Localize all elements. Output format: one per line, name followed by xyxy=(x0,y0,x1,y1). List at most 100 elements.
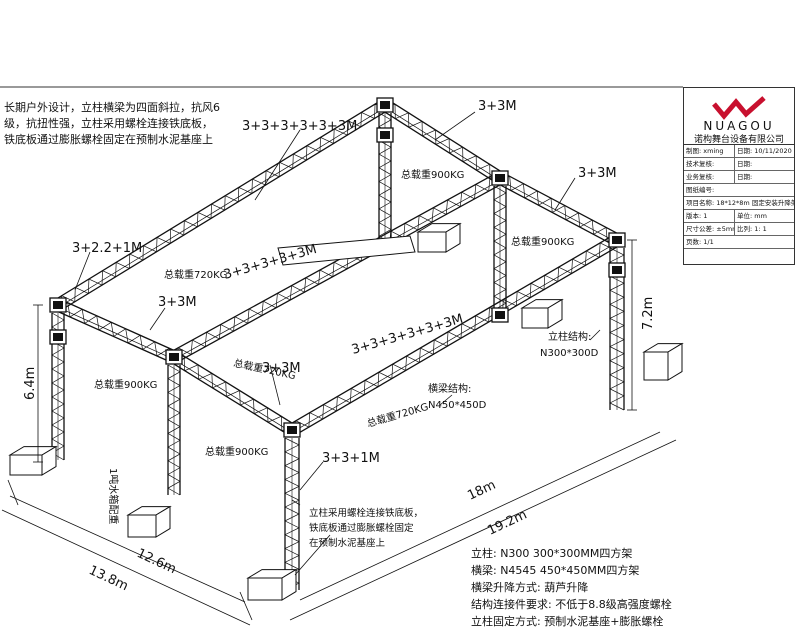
truss-chord xyxy=(496,182,615,246)
spec-item: 立柱: N300 300*300MM四方架 xyxy=(471,547,633,560)
truss-chord xyxy=(172,358,292,433)
truss-chord xyxy=(60,298,177,353)
span-label-short: 3+3+1M xyxy=(322,451,380,466)
title-block-row: 业务复核:日期: xyxy=(684,171,794,184)
callout-leader xyxy=(589,329,601,341)
box-face xyxy=(521,307,549,329)
dimension-lines xyxy=(1,239,677,626)
length-label-outer: 19.2m xyxy=(485,507,529,538)
logo-icon xyxy=(712,96,766,120)
base-fix-note-line: 在预制水泥基座上 xyxy=(309,538,386,549)
title-block-cell: 单位: mm xyxy=(737,212,767,220)
title-block-cell: 日期: xyxy=(737,160,753,168)
load-label: 总载重900KG xyxy=(94,378,157,391)
title-block-row: 页数: 1/1 xyxy=(684,236,794,249)
concrete-base xyxy=(126,505,172,538)
span-label-short: 3+2.2+1M xyxy=(72,241,142,256)
title-block-cell: 日期: 10/11/2020 xyxy=(737,147,792,155)
truss-chord xyxy=(170,361,290,436)
callout-leader xyxy=(554,177,576,211)
span-label-short: 3+3M xyxy=(578,166,617,181)
length-dimension-inner xyxy=(299,431,661,601)
load-label: 总载重900KG xyxy=(511,235,574,248)
title-block-cell: 尺寸公差: ±5mm xyxy=(686,223,735,235)
beam-top-long xyxy=(54,99,389,311)
height-label-right: 7.2m xyxy=(641,297,656,330)
box-face xyxy=(643,351,669,381)
truss-chord xyxy=(58,106,387,308)
column-back-mid xyxy=(493,185,507,311)
callout-leader xyxy=(149,307,166,331)
connection-block-core xyxy=(287,426,297,434)
callout-leader xyxy=(74,251,91,291)
callout-leader xyxy=(269,364,281,406)
title-block-cell: 日期: xyxy=(737,173,753,181)
column-lacing xyxy=(284,437,300,591)
width-dimension-inner xyxy=(9,495,246,603)
connection-block-core xyxy=(495,311,505,319)
truss-lacing xyxy=(176,176,504,363)
title-block-cell: 业务复核: xyxy=(684,171,735,183)
truss-lacing xyxy=(497,175,620,243)
box-side xyxy=(155,505,171,538)
title-block-cell: 技术复核: xyxy=(684,158,735,170)
design-note-line: 级，抗扭性强，立柱采用螺栓连接铁底板， xyxy=(4,117,213,130)
truss-chord xyxy=(176,182,504,363)
title-block-cell: 制图: xming xyxy=(684,145,735,157)
connection-block-core xyxy=(612,266,622,274)
box-face xyxy=(127,514,157,538)
box-side xyxy=(445,222,461,253)
concrete-base xyxy=(246,568,298,601)
connection-block-core xyxy=(495,174,505,182)
connection-block-core xyxy=(380,101,390,109)
callout-leader xyxy=(294,534,331,576)
title-block-cell: 页数: 1/1 xyxy=(686,238,714,246)
ballast-slab xyxy=(277,235,416,266)
beam-mid-long xyxy=(170,172,504,363)
beam-structure-label: 横梁结构: xyxy=(428,382,471,395)
water-tank-label: 1吨水箱配重 xyxy=(107,468,120,524)
load-label: 总载重720KG xyxy=(164,268,227,281)
spec-item: 横梁升降方式: 葫芦升降 xyxy=(471,581,589,594)
truss-chord xyxy=(176,351,296,426)
title-block-row: 图纸编号: xyxy=(684,184,794,197)
truss-chord xyxy=(498,179,617,243)
truss-chord xyxy=(383,106,500,181)
spec-item: 结构连接件要求: 不低于8.8级高强度螺栓 xyxy=(471,598,672,611)
dimension-tick xyxy=(239,591,253,621)
load-label: 总载重900KG xyxy=(401,168,464,181)
connection-block-core xyxy=(612,236,622,244)
beam-structure-label: N450*450D xyxy=(428,400,487,411)
callout-leader xyxy=(299,461,324,491)
spec-item: 横梁: N4545 450*450MM四方架 xyxy=(471,564,640,577)
design-note-line: 铁底板通过膨胀螺栓固定在预制水泥基座上 xyxy=(4,133,213,146)
column-mid-left xyxy=(167,364,181,496)
connection-block-core xyxy=(53,301,63,309)
callout-leader xyxy=(439,394,453,406)
truss-chord xyxy=(292,241,619,433)
title-block-cell: 图纸编号: xyxy=(686,186,715,194)
brand-name: NUAGOU xyxy=(703,119,775,133)
box-side xyxy=(667,342,683,381)
truss-chord xyxy=(54,99,383,301)
column-structure-label: 立柱结构: xyxy=(548,330,591,343)
truss-chord xyxy=(387,99,504,174)
width-dimension-outer xyxy=(1,509,251,626)
callout-leader xyxy=(434,111,476,141)
callout-leader xyxy=(254,129,301,201)
callout-lines xyxy=(74,111,601,576)
truss-lacing xyxy=(170,355,296,432)
title-block-row: 项目名称: 18*12*8m 固定安装升降架 xyxy=(684,197,794,210)
truss-chord xyxy=(288,234,615,426)
title-block-cell: 项目名称: 18*12*8m 固定安装升降架 xyxy=(686,199,794,207)
title-block-cell: 版本: 1 xyxy=(684,210,735,222)
truss-chord xyxy=(502,172,621,236)
beam-front-long xyxy=(288,234,621,436)
company-name: 诺构舞台设备有限公司 xyxy=(693,135,784,145)
truss-lacing xyxy=(60,103,389,311)
concrete-base xyxy=(642,342,684,381)
span-label-short: 3+3M xyxy=(158,295,197,310)
